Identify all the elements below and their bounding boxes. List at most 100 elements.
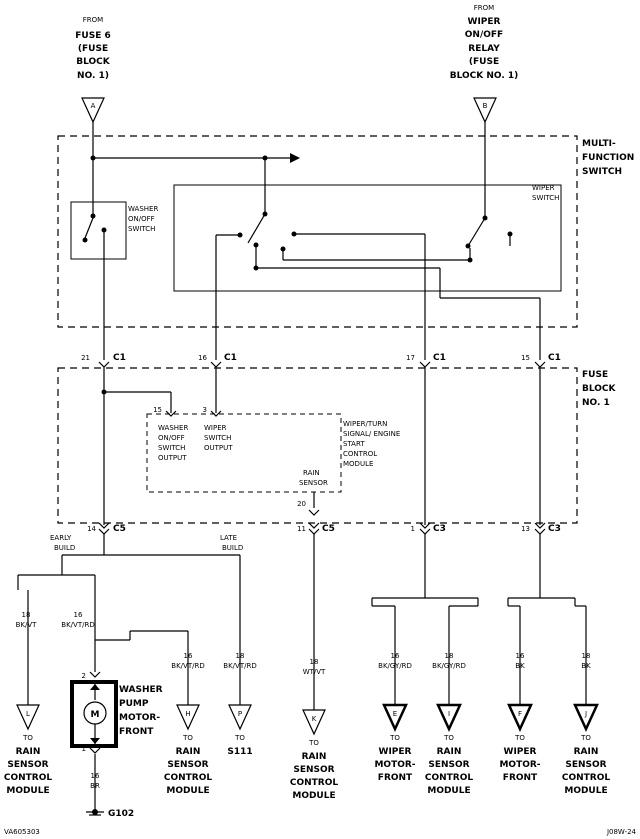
wiper-output-label: WIPER SWITCH OUTPUT (204, 424, 233, 452)
svg-text:WIPER: WIPER (532, 184, 555, 192)
ground-g102: G102 (86, 809, 134, 819)
svg-text:MODULE: MODULE (292, 791, 335, 801)
source-a-line: NO. 1) (77, 71, 109, 81)
svg-text:FRONT: FRONT (503, 773, 538, 783)
terminal-l: L TO RAIN SENSOR CONTROL MODULE (4, 704, 53, 796)
source-b-line: WIPER (468, 17, 501, 27)
source-b-line: (FUSE (469, 57, 499, 67)
svg-text:ON/OFF: ON/OFF (158, 434, 185, 442)
svg-text:NO. 1: NO. 1 (582, 398, 610, 408)
svg-text:15: 15 (153, 406, 162, 414)
wire-label-l: 18 BK/VT (16, 611, 38, 629)
switch-internal-wiring (84, 122, 541, 360)
module-pin-20: 20 (297, 500, 320, 516)
module-pin-3: 3 (203, 406, 222, 417)
svg-text:SENSOR: SENSOR (7, 760, 48, 770)
svg-text:C1: C1 (548, 353, 561, 363)
svg-text:RAIN: RAIN (437, 747, 462, 757)
svg-text:PUMP: PUMP (119, 699, 149, 709)
svg-text:MULTI-: MULTI- (582, 139, 616, 149)
lower-wiring (17, 534, 587, 812)
svg-text:SENSOR: SENSOR (565, 760, 606, 770)
fuse-block-title: FUSE BLOCK NO. 1 (582, 370, 617, 408)
svg-text:FUNCTION: FUNCTION (582, 153, 634, 163)
svg-text:RAIN: RAIN (176, 747, 201, 757)
svg-text:BK/GY/RD: BK/GY/RD (378, 662, 412, 670)
svg-text:BK/VT/RD: BK/VT/RD (223, 662, 256, 670)
svg-text:RAIN: RAIN (16, 747, 41, 757)
svg-text:18: 18 (236, 652, 245, 660)
svg-text:3: 3 (203, 406, 207, 414)
wire-label-e: 16 BK/GY/RD (378, 652, 412, 670)
wire-label-pump: 16 BK/VT/RD (61, 611, 94, 629)
svg-text:BK: BK (515, 662, 525, 670)
svg-text:14: 14 (87, 525, 96, 533)
svg-text:C3: C3 (433, 524, 446, 534)
svg-text:TO: TO (443, 734, 454, 742)
svg-text:17: 17 (406, 354, 415, 362)
svg-text:16: 16 (184, 652, 193, 660)
svg-text:20: 20 (297, 500, 306, 508)
svg-text:MOTOR-: MOTOR- (499, 760, 540, 770)
svg-text:SWITCH: SWITCH (532, 194, 559, 202)
svg-text:CONTROL: CONTROL (343, 450, 377, 458)
wire-label-i: 18 BK/GY/RD (432, 652, 466, 670)
svg-text:L: L (26, 710, 30, 718)
svg-text:FUSE: FUSE (582, 370, 608, 380)
svg-text:OUTPUT: OUTPUT (158, 454, 187, 462)
source-a-line: FUSE 6 (75, 31, 110, 41)
wiper-switch-label: WIPER SWITCH (532, 184, 559, 202)
svg-text:TO: TO (22, 734, 33, 742)
svg-text:18: 18 (310, 658, 319, 666)
svg-text:MOTOR-: MOTOR- (374, 760, 415, 770)
svg-text:RAIN: RAIN (303, 469, 320, 477)
source-b-line: FROM (474, 4, 494, 12)
wire-label-j: 18 BK (581, 652, 591, 670)
wire-label-h: 16 BK/VT/RD (171, 652, 204, 670)
svg-text:BR: BR (90, 782, 100, 790)
svg-text:CONTROL: CONTROL (4, 773, 53, 783)
svg-text:E: E (393, 710, 397, 718)
source-b-pin: B (473, 97, 497, 124)
svg-text:S111: S111 (227, 747, 252, 757)
svg-text:I: I (448, 710, 450, 718)
svg-text:TO: TO (514, 734, 525, 742)
source-a-line: (FUSE (78, 44, 108, 54)
fuse-block-boundary (57, 367, 578, 524)
svg-text:CONTROL: CONTROL (425, 773, 474, 783)
late-build-label: LATE BUILD (220, 534, 243, 552)
svg-text:13: 13 (521, 525, 530, 533)
svg-text:18: 18 (445, 652, 454, 660)
wiper-turn-module-label: WIPER/TURN SIGNAL/ ENGINE START CONTROL … (343, 420, 400, 468)
svg-text:16: 16 (91, 772, 100, 780)
svg-text:MODULE: MODULE (6, 786, 49, 796)
connector-c3-1: 1 C3 (411, 522, 446, 535)
footer-left-code: VA605303 (4, 828, 40, 836)
early-build-label: EARLY BUILD (50, 534, 75, 552)
svg-text:1: 1 (82, 745, 86, 753)
svg-text:WIPER: WIPER (504, 747, 537, 757)
multifunction-switch-boundary (57, 135, 578, 328)
svg-text:TO: TO (389, 734, 400, 742)
svg-text:BK/VT: BK/VT (16, 621, 38, 629)
svg-text:WT/VT: WT/VT (303, 668, 326, 676)
svg-text:TO: TO (308, 739, 319, 747)
svg-text:F: F (518, 710, 522, 718)
svg-text:ON/OFF: ON/OFF (128, 215, 155, 223)
svg-text:B: B (483, 102, 488, 110)
svg-text:P: P (238, 710, 242, 718)
washer-output-label: WASHER ON/OFF SWITCH OUTPUT (158, 424, 188, 462)
svg-text:MOTOR-: MOTOR- (119, 713, 160, 723)
connector-c3-13: 13 C3 (521, 522, 561, 535)
svg-text:SWITCH: SWITCH (582, 167, 622, 177)
svg-text:WASHER: WASHER (128, 205, 158, 213)
switch-junction-dots (82, 155, 513, 271)
source-b-line: RELAY (468, 44, 500, 54)
svg-text:MODULE: MODULE (166, 786, 209, 796)
fuse-block-wiring (101, 367, 541, 525)
wire-label-f: 16 BK (515, 652, 525, 670)
svg-text:SENSOR: SENSOR (293, 765, 334, 775)
connector-c5-11: 11 C5 (297, 522, 335, 535)
svg-text:SIGNAL/ ENGINE: SIGNAL/ ENGINE (343, 430, 400, 438)
